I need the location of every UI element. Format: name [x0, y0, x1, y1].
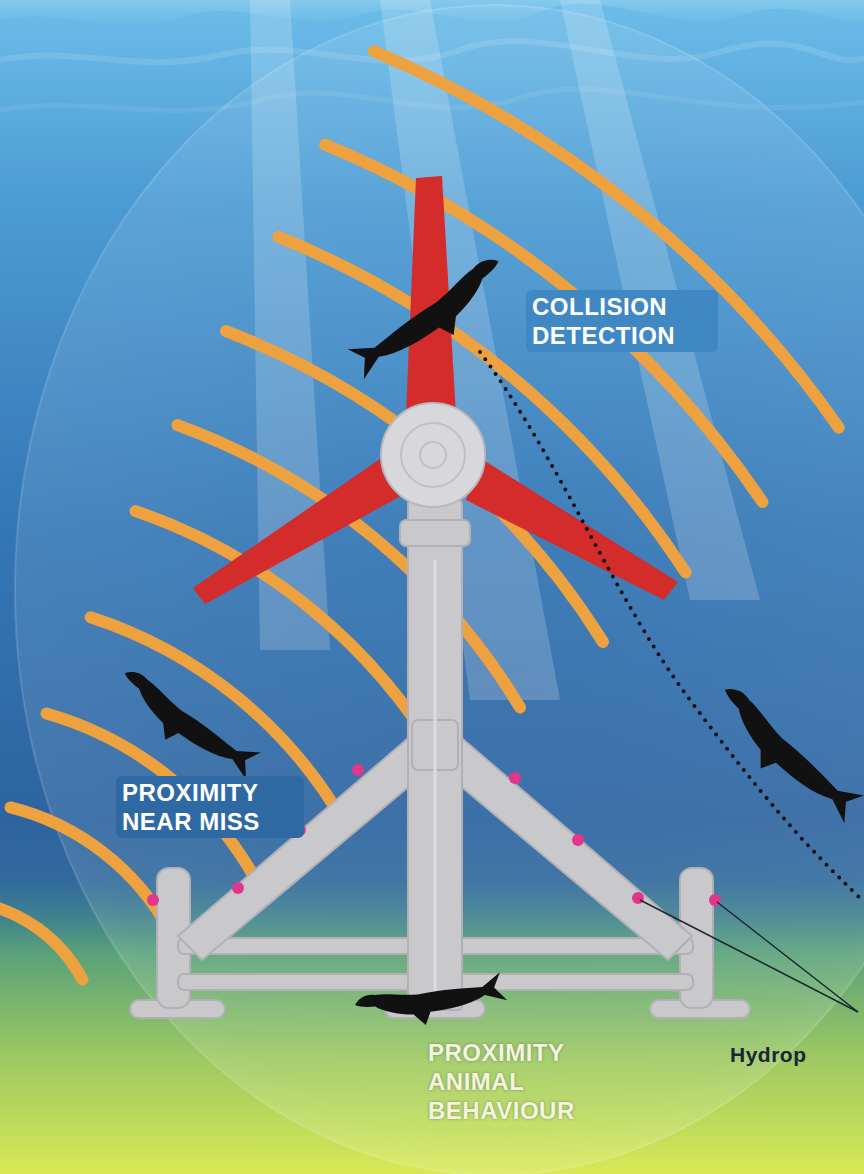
collision-label: COLLISION DETECTION	[526, 290, 718, 352]
near-miss-label: PROXIMITY NEAR MISS	[116, 776, 304, 838]
sonar-arc	[0, 902, 82, 979]
sensor-range-bubble	[15, 5, 864, 1174]
turbine-hub	[381, 403, 485, 507]
seal-trajectory	[480, 352, 862, 900]
behaviour-label: PROXIMITY ANIMAL BEHAVIOUR	[428, 1038, 608, 1125]
seal-silhouettes	[106, 255, 864, 1045]
hydrophone-leaders	[640, 900, 858, 1012]
sonar-arc	[374, 51, 839, 427]
hydrophone-label: Hydrop	[730, 1040, 850, 1069]
turbine-blades	[193, 176, 678, 604]
